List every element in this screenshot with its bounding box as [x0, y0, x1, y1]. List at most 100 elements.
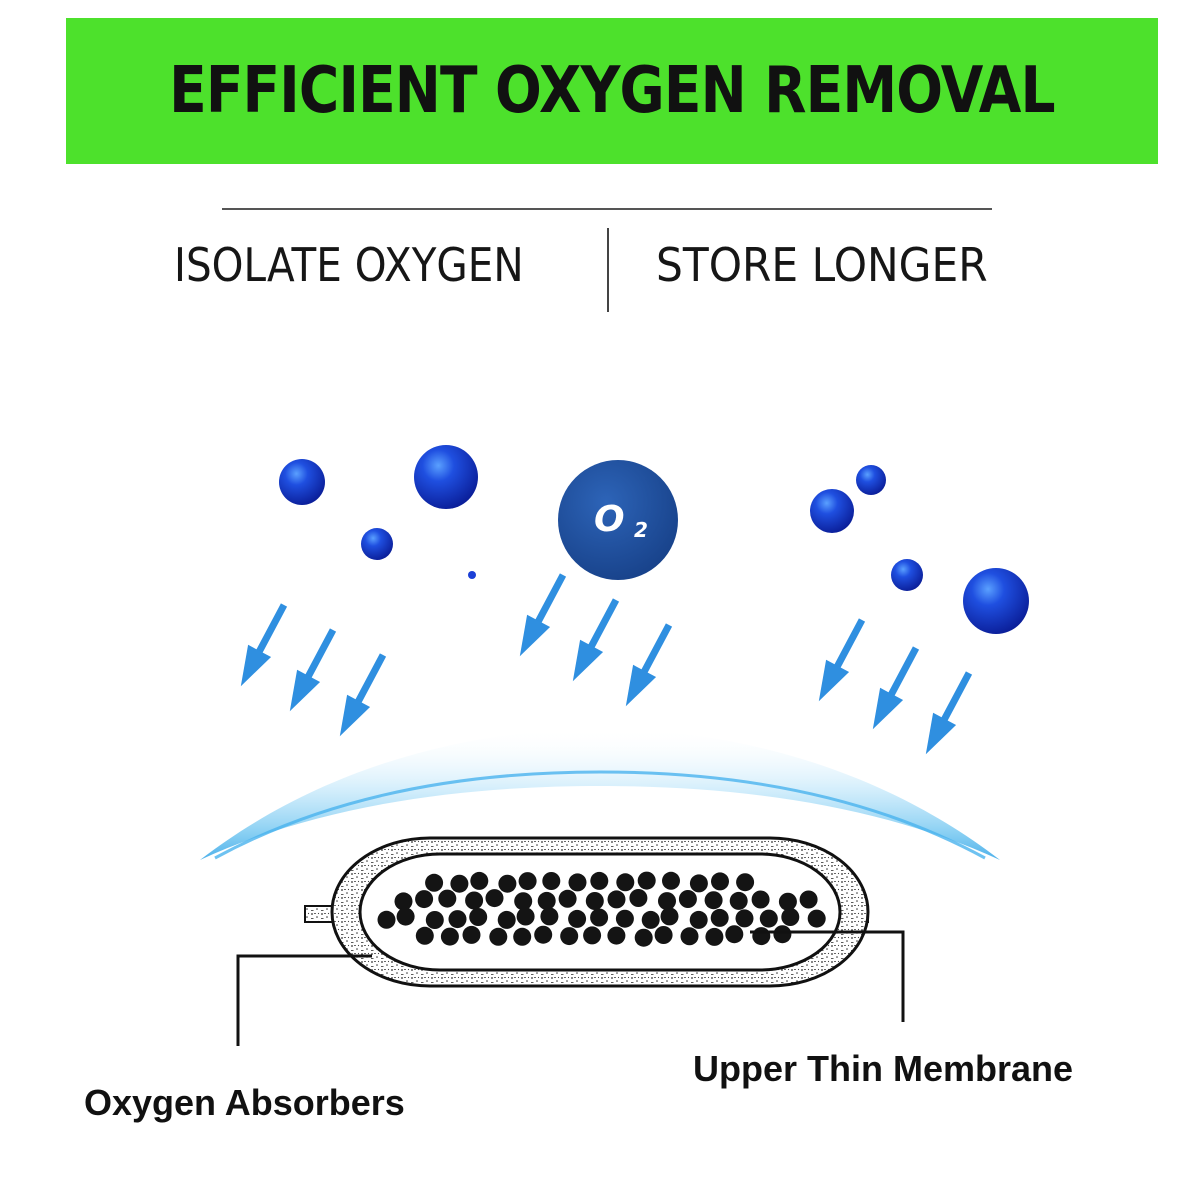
absorber-bead	[607, 890, 626, 909]
absorber-bead	[560, 927, 579, 946]
upper-thin-membrane-label: Upper Thin Membrane	[693, 1048, 1074, 1089]
absorber-bead	[736, 873, 755, 892]
absorber-bead	[658, 892, 676, 911]
absorber-bead	[629, 889, 648, 907]
oxygen-absorbers-label: Oxygen Absorbers	[84, 1082, 405, 1123]
absorber-bead	[558, 889, 577, 908]
oxygen-bubble	[468, 571, 476, 579]
absorber-bead	[568, 873, 587, 892]
arrow-down-icon	[572, 598, 620, 682]
absorber-bead	[462, 925, 481, 944]
absorber-bead	[641, 910, 660, 929]
absorber-bead	[710, 908, 729, 927]
absorber-bead	[807, 909, 826, 928]
absorber-bead	[537, 891, 556, 910]
absorber-bead	[470, 871, 489, 890]
absorber-bead	[637, 871, 656, 890]
arrow-down-icon	[872, 646, 920, 730]
absorber-bead	[725, 925, 744, 944]
divider-line	[222, 208, 992, 210]
absorption-arrows	[240, 573, 973, 755]
absorbers-leader-line	[236, 954, 372, 1046]
absorber-bead	[616, 873, 635, 892]
arrow-down-icon	[818, 618, 866, 702]
absorber-bead	[568, 909, 587, 928]
absorber-bead	[540, 907, 559, 926]
arrow-down-icon	[519, 573, 567, 657]
absorber-bead	[542, 872, 561, 890]
absorber-bead	[489, 927, 508, 946]
oxygen-bubble	[414, 445, 478, 509]
absorber-bead	[590, 908, 609, 927]
absorber-bead	[415, 890, 434, 909]
absorber-bead	[440, 927, 459, 946]
absorber-bead	[377, 910, 396, 929]
arrow-down-icon	[339, 653, 387, 737]
absorber-bead	[660, 907, 679, 926]
absorber-bead	[735, 909, 754, 928]
arrow-down-icon	[240, 603, 288, 687]
absorber-bead	[583, 926, 602, 945]
absorber-bead	[678, 890, 697, 908]
absorber-bead	[689, 910, 708, 929]
oxygen-bubble	[963, 568, 1029, 634]
arrow-down-icon	[625, 623, 673, 707]
absorber-bead	[497, 910, 516, 929]
absorber-bead	[662, 871, 680, 890]
absorber-bead	[513, 927, 532, 946]
absorber-bead	[704, 891, 723, 910]
arrow-down-icon	[289, 628, 337, 712]
absorber-bead	[689, 874, 708, 893]
oxygen-bubbles	[279, 445, 1029, 634]
absorber-bead	[514, 892, 533, 911]
absorber-bead	[752, 927, 771, 946]
o2-molecule-icon: O 2	[558, 460, 678, 580]
absorber-bead	[590, 871, 609, 890]
page-title: EFFICIENT OXYGEN REMOVAL	[169, 54, 1055, 128]
absorber-bead	[773, 925, 792, 944]
oxygen-bubble	[810, 489, 854, 533]
absorber-bead	[705, 927, 724, 946]
absorber-bead	[448, 910, 467, 929]
tagline-store: STORE LONGER	[656, 238, 988, 292]
absorber-bead	[680, 927, 699, 946]
title-banner: EFFICIENT OXYGEN REMOVAL	[66, 18, 1158, 164]
absorber-bead	[396, 907, 415, 926]
absorber-bead	[751, 890, 770, 909]
absorber-bead	[465, 891, 484, 910]
absorber-bead	[585, 892, 604, 910]
absorber-bead	[518, 872, 537, 891]
arrow-down-icon	[925, 671, 973, 755]
o2-subscript: 2	[634, 518, 648, 542]
absorber-bead	[516, 907, 535, 926]
absorber-sachet	[304, 836, 870, 988]
absorber-bead	[394, 892, 413, 911]
absorber-bead	[534, 925, 553, 944]
absorber-bead	[634, 928, 653, 947]
absorber-bead	[799, 890, 818, 909]
tagline-separator	[607, 228, 609, 312]
absorber-bead	[425, 911, 444, 929]
absorber-bead	[654, 926, 673, 944]
tagline-isolate: ISOLATE OXYGEN	[174, 238, 524, 292]
membrane-film	[200, 728, 1000, 860]
absorber-bead	[425, 873, 444, 892]
absorber-bead	[469, 908, 488, 926]
absorber-bead	[485, 889, 504, 908]
membrane-leader-line	[750, 930, 905, 1022]
oxygen-bubble	[279, 459, 325, 505]
absorber-bead	[759, 909, 778, 928]
absorber-bead	[778, 892, 797, 911]
absorber-bead	[498, 874, 517, 893]
absorber-bead	[729, 891, 748, 910]
absorber-bead	[711, 872, 729, 891]
absorber-bead	[615, 909, 634, 928]
oxygen-bubble	[891, 559, 923, 591]
absorber-bead	[450, 874, 469, 893]
oxygen-bubble	[361, 528, 393, 560]
o2-symbol: O	[594, 499, 625, 540]
absorber-bead	[438, 889, 457, 908]
absorber-beads	[377, 871, 826, 947]
absorber-bead	[607, 926, 626, 945]
